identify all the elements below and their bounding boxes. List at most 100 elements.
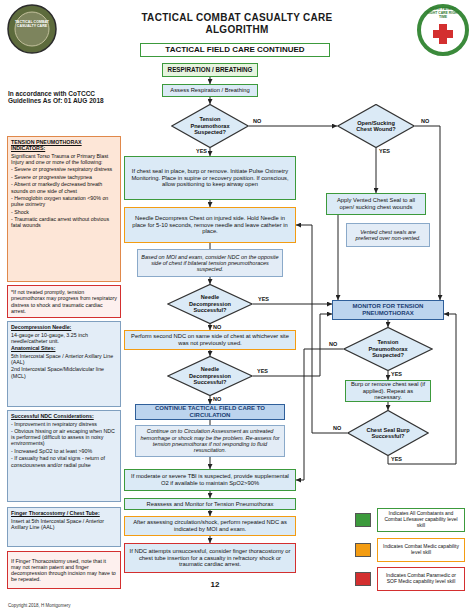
node-text: Tension Pneumothorax Suspected? — [184, 116, 235, 135]
connector — [388, 402, 389, 410]
connector — [210, 491, 211, 498]
warning-panel: If Finger Thoracostomy used, note that i… — [7, 551, 121, 589]
node-text: 2nd Intercostal Space/Midclavicular line… — [11, 366, 117, 378]
reference-panel: Decompression Needle:14-gauge or 10-gaug… — [7, 321, 121, 407]
edge-label: YES — [258, 296, 269, 302]
legend-box: Indicates Combat Paramedic or SOF Medic … — [377, 567, 465, 591]
legend-text: Indicates Combat Medic capability level … — [381, 544, 461, 556]
connector — [210, 350, 211, 356]
page-number: 12 — [205, 580, 225, 589]
node-text: MONITOR FOR TENSION PNEUMOTHORAX — [336, 303, 440, 317]
node-text: - Absent or markedly decreased breath so… — [11, 181, 117, 193]
diamond-text-holder: Needle Decompression Successful? — [182, 294, 239, 313]
node-text: - Shock — [11, 209, 117, 215]
diamond-text-holder: Tension Pneumothorax Suspected? — [358, 339, 417, 358]
process-box: Apply Vented Chest Seal to all open/ suc… — [326, 193, 426, 215]
node-text: TENSION PNEUMOTHORAX INDICATORS: — [11, 139, 117, 151]
node-text: 5th Intercostal Space / Anterior Axillar… — [11, 353, 117, 365]
paramedic-process-box: If NDC attempts unsuccessful, consider f… — [124, 543, 296, 573]
diamond-outline — [172, 104, 248, 147]
transition-band: MONITOR FOR TENSION PNEUMOTHORAX — [332, 300, 444, 320]
node-text: Apply Vented Chest Seal to all open/ suc… — [330, 197, 422, 210]
node-text: Successful NDC Considerations: — [11, 413, 117, 419]
edge-label: YES — [391, 371, 402, 377]
node-text: Burp or remove chest seal (if applied). … — [349, 381, 427, 401]
node-text: Assess Respiration / Breathing — [170, 87, 249, 94]
process-box: Reassess and Monitor for Tension Pneumot… — [124, 498, 296, 510]
medic-process-box: Needle Decompress Chest on injured side.… — [124, 207, 296, 243]
decision-diamond: Tension Pneumothorax Suspected? — [171, 104, 249, 148]
connector — [296, 349, 343, 480]
warning-panel: *If not treated promptly, tension pneumo… — [7, 285, 121, 318]
decision-diamond: Tension Pneumothorax Suspected? — [343, 327, 433, 371]
node-text: If NDC attempts unsuccessful, consider f… — [128, 548, 292, 568]
logo-ring — [8, 5, 56, 53]
connector — [296, 225, 347, 433]
edge-label: NO — [253, 118, 261, 124]
edge-label: NO — [329, 341, 337, 347]
node-text: - Severe or progressive respiratory dist… — [11, 166, 117, 172]
node-text: Reassess and Monitor for Tension Pneumot… — [147, 501, 274, 508]
node-text: - Increased SpO2 to at least >90% — [11, 448, 117, 454]
edge-label: YES — [379, 148, 390, 154]
connector — [253, 304, 332, 305]
diamond-text-holder: Open/Sucking Chest Wound? — [350, 120, 401, 133]
edge-label: NO — [421, 118, 429, 124]
node-text: Tension Pneumothorax Suspected? — [358, 339, 417, 358]
diamond-outline — [338, 104, 414, 147]
note-box: Based on MOI and exam, consider NDC on t… — [137, 249, 283, 277]
connector — [376, 148, 377, 193]
node-text: Needle Decompress Chest on injured side.… — [128, 215, 292, 235]
process-box: Burp or remove chest seal (if applied). … — [345, 380, 431, 402]
connector — [210, 148, 211, 156]
connector — [338, 215, 339, 300]
medic-process-box: Perform second NDC on same side of chest… — [124, 330, 296, 350]
decision-diamond: Open/Sucking Chest Wound? — [337, 104, 415, 148]
node-text: Perform second NDC on same side of chest… — [128, 333, 292, 346]
legend-box: Indicates All Combatants and Combat Life… — [377, 508, 465, 532]
node-text: Open/Sucking Chest Wound? — [350, 120, 401, 133]
connector — [210, 536, 211, 543]
edge-label: NO — [333, 425, 341, 431]
node-text: - If casualty had no vital signs - retur… — [11, 455, 117, 467]
node-text: Vented chest seals are preferred over no… — [350, 229, 426, 242]
process-box: If moderate or severe TBI is suspected, … — [124, 469, 296, 491]
node-text: Continue on to Circulation Assessment as… — [139, 428, 281, 453]
guideline-note: In accordance with CoTCCC Guidelines As … — [8, 90, 108, 105]
node-text: After assessing circulation/shock, perfo… — [128, 519, 292, 532]
legend-text: Indicates All Combatants and Combat Life… — [381, 511, 461, 528]
node-text: RESPIRATION / BREATHING — [168, 66, 253, 73]
node-text: Anatomical Sites: — [11, 345, 117, 351]
decision-diamond: Needle Decompression Successful? — [167, 356, 253, 396]
connector — [249, 126, 337, 127]
logo-cross — [433, 30, 453, 38]
node-text: Insert at 5th Intercostal Space / Anteri… — [11, 518, 117, 530]
node-text: Chest Seal Burp Successful? — [361, 427, 415, 440]
transition-band: CONTINUE TACTICAL FIELD CARE TO CIRCULAT… — [135, 404, 285, 420]
diamond-text-holder: Chest Seal Burp Successful? — [361, 427, 415, 440]
section-header: TACTICAL FIELD CARE CONTINUED — [140, 43, 330, 57]
node-text: - Hemoglobin oxygen saturation <90% on p… — [11, 195, 117, 207]
edge-label: NO — [213, 324, 221, 330]
medic-process-box: After assessing circulation/shock, perfo… — [124, 516, 296, 536]
connector — [388, 320, 389, 327]
legend-swatch — [355, 572, 371, 586]
diamond-text-holder: Needle Decompression Successful? — [182, 366, 239, 385]
logo-text: TACTICAL COMBAT CASUALTY CARE — [12, 20, 52, 28]
connector — [210, 396, 211, 404]
diamond-outline — [168, 356, 252, 395]
reference-panel: Successful NDC Considerations:- Improvem… — [7, 410, 121, 502]
node-text: Decompression Needle: — [11, 324, 117, 330]
logo-ring — [419, 6, 467, 54]
connector — [210, 97, 211, 104]
logo-text: RIGHT PATIENT RIGHT CARE RIGHT TIME — [425, 8, 461, 20]
node-text: Needle Decompression Successful? — [182, 294, 239, 313]
legend-swatch — [355, 513, 371, 527]
node-text: If chest seal in place, burp or remove. … — [128, 168, 292, 188]
note-box: Continue on to Circulation Assessment as… — [135, 425, 285, 457]
node-text: Based on MOI and exam, consider NDC on t… — [141, 254, 279, 273]
connector — [388, 371, 389, 380]
reference-panel: Finger Thoracostomy / Chest Tube:Insert … — [7, 507, 121, 547]
decision-diamond: Needle Decompression Successful? — [167, 284, 253, 324]
